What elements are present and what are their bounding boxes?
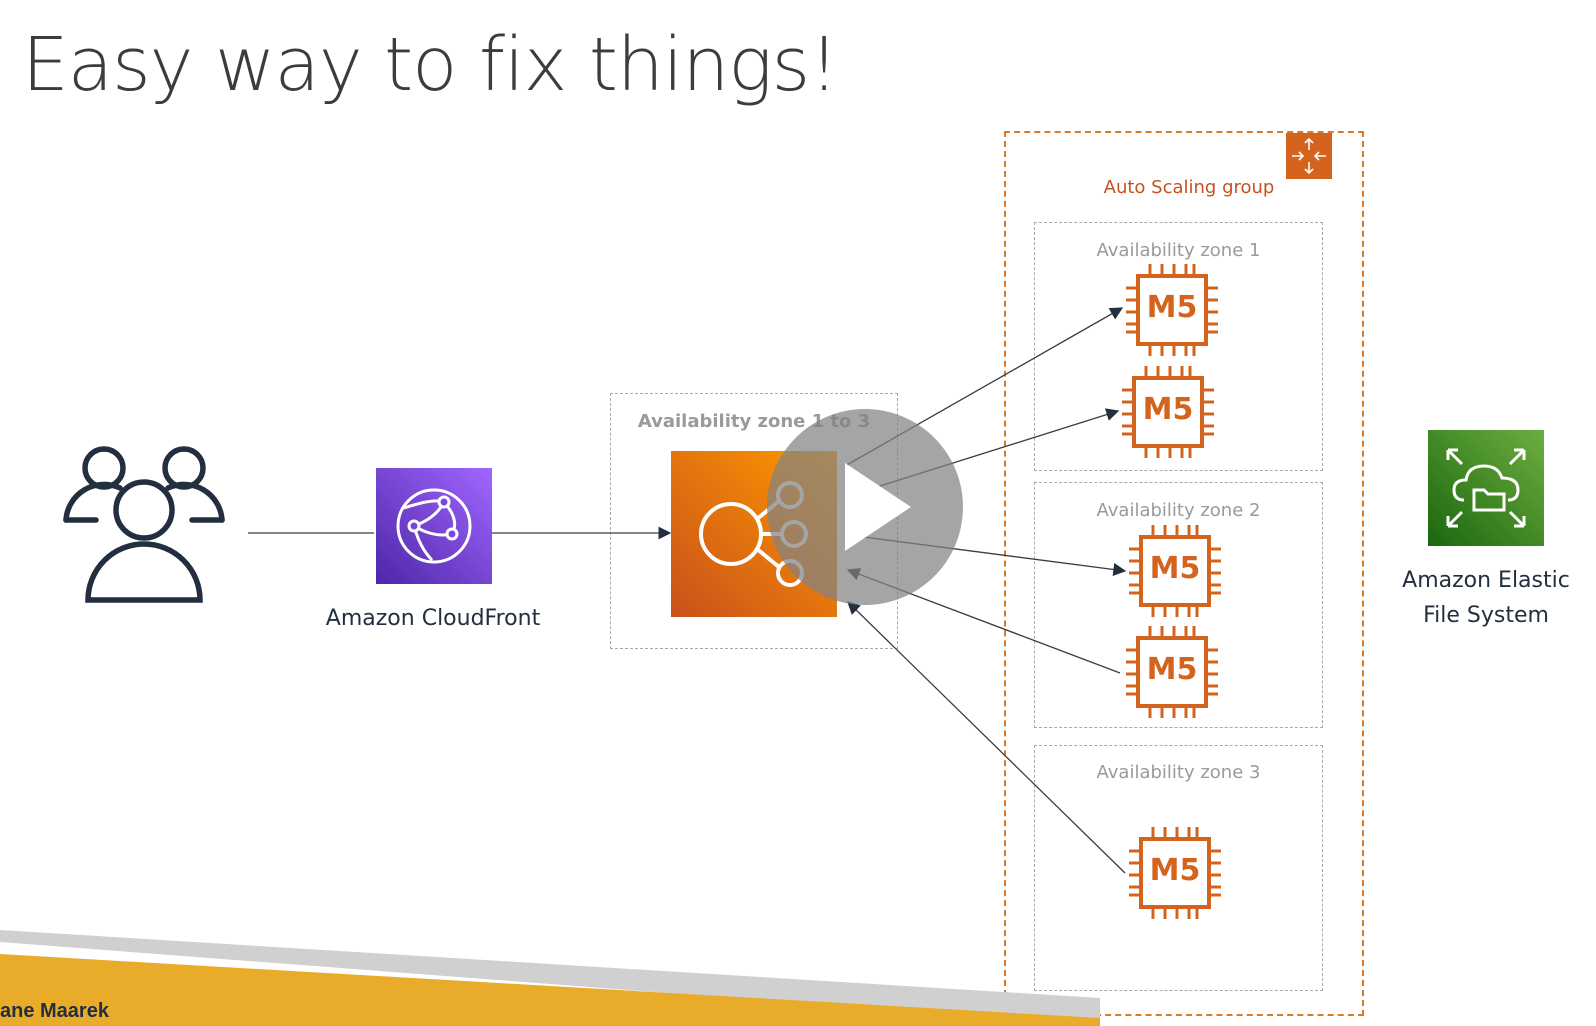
availability-zone-2-label: Availability zone 2 xyxy=(1096,500,1261,521)
auto-scaling-icon xyxy=(1286,133,1332,179)
footer-author: ane Maarek xyxy=(0,1000,109,1022)
users-icon xyxy=(63,446,225,603)
ec2-instance-type: M5 xyxy=(1149,551,1201,586)
cloudfront-icon xyxy=(376,468,492,584)
efs-icon xyxy=(1428,430,1544,546)
play-icon xyxy=(845,463,911,551)
ec2-m5-instance-icon: M5 xyxy=(1125,823,1225,923)
ec2-instance-type: M5 xyxy=(1149,853,1201,888)
availability-zone-1-box xyxy=(1034,222,1323,471)
cloudfront-label: Amazon CloudFront xyxy=(325,606,541,631)
availability-zone-3-box xyxy=(1034,745,1323,991)
ec2-instance-type: M5 xyxy=(1142,392,1194,427)
ec2-instance-type: M5 xyxy=(1146,652,1198,687)
ec2-m5-instance-icon: M5 xyxy=(1122,260,1222,360)
ec2-instance-type: M5 xyxy=(1146,290,1198,325)
availability-zone-3-label: Availability zone 3 xyxy=(1096,762,1261,783)
play-button[interactable] xyxy=(767,409,963,605)
slide-title: Easy way to fix things! xyxy=(22,22,839,108)
auto-scaling-group-label: Auto Scaling group xyxy=(1103,177,1275,198)
arrow-az3-instance-to-elb xyxy=(847,601,1126,874)
availability-zone-2-box xyxy=(1034,482,1323,728)
efs-label-line2: File System xyxy=(1423,603,1549,628)
efs-label-line1: Amazon Elastic xyxy=(1402,568,1570,593)
ec2-m5-instance-icon: M5 xyxy=(1118,362,1218,462)
ec2-m5-instance-icon: M5 xyxy=(1122,622,1222,722)
ec2-m5-instance-icon: M5 xyxy=(1125,521,1225,621)
auto-scaling-group-box xyxy=(1004,131,1364,1016)
footer-band xyxy=(0,930,1100,1026)
availability-zone-1-label: Availability zone 1 xyxy=(1096,240,1261,261)
